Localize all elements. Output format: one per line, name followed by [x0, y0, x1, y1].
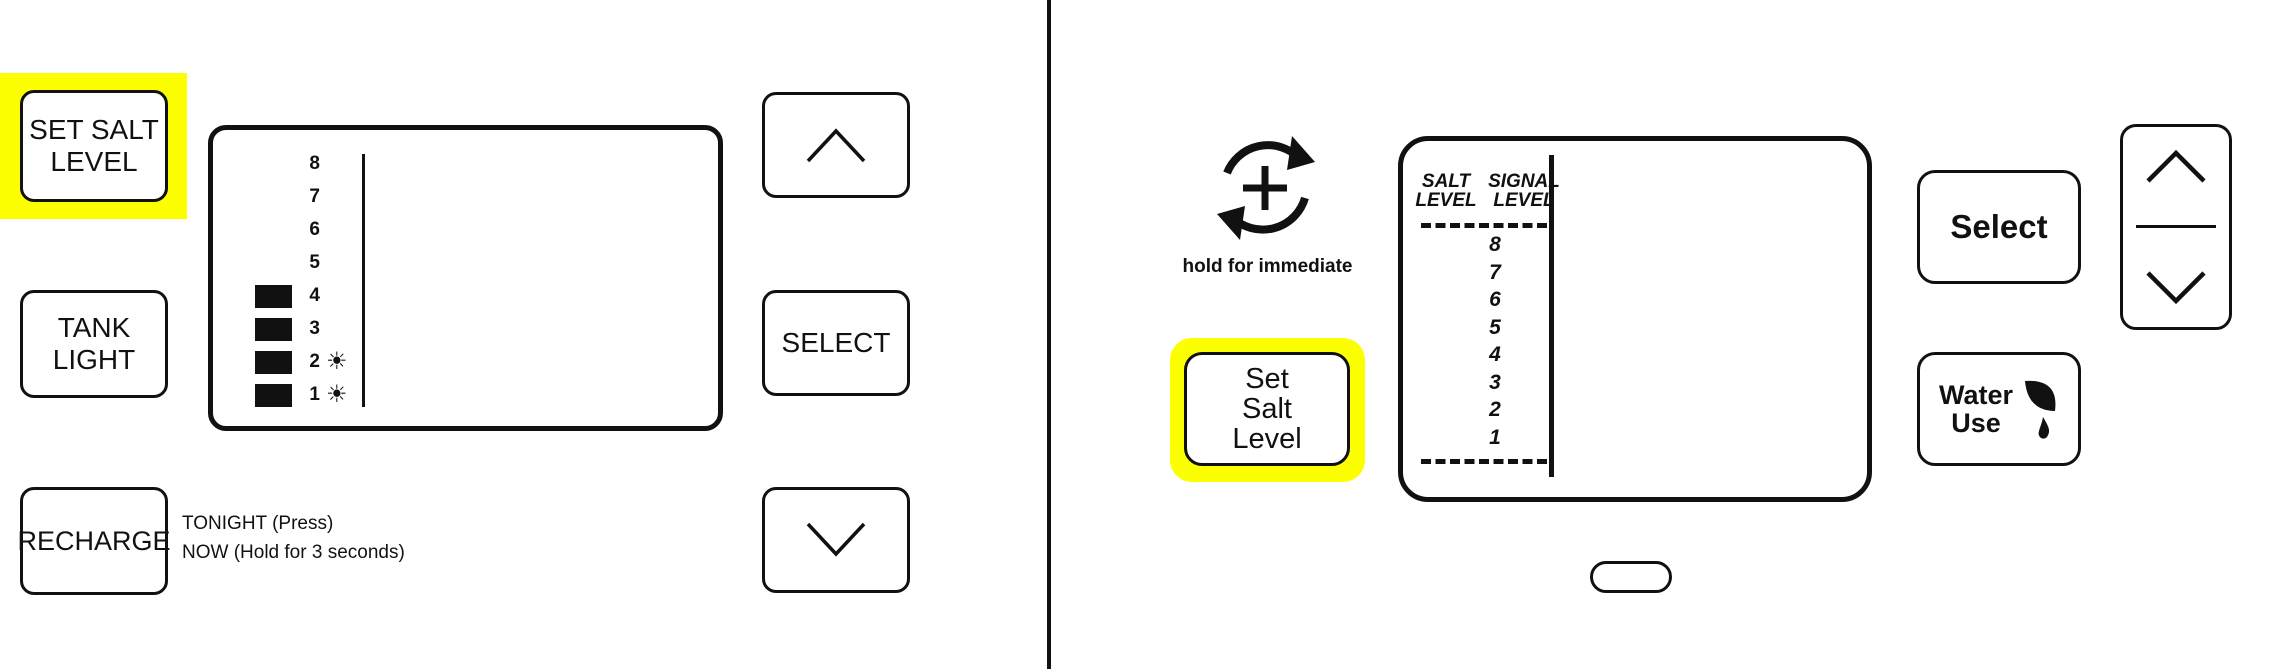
level-number: 5 — [309, 252, 320, 273]
salt-level-number: 2 — [1489, 398, 1501, 421]
set-salt-level-button[interactable]: SET SALT LEVEL — [20, 90, 168, 202]
level-row: 5 — [255, 249, 320, 277]
up-button[interactable] — [762, 92, 910, 198]
level-divider — [362, 154, 365, 407]
chevron-down-icon[interactable] — [2144, 269, 2208, 307]
level-number: 3 — [309, 318, 320, 339]
right-level-list: 8 7 6 5 4 3 2 1 — [1475, 233, 1515, 463]
level-bar — [255, 350, 292, 374]
sun-icon: ☀ — [326, 381, 348, 408]
recharge-label: RECHARGE — [17, 526, 171, 556]
level-row: 6 — [255, 216, 320, 244]
up-down-rocker[interactable] — [2120, 124, 2232, 330]
panel-divider — [1047, 0, 1051, 669]
tank-light-button[interactable]: TANK LIGHT — [20, 290, 168, 398]
right-display-screen: SALT LEVEL SIGNAL LEVEL 8 7 6 5 4 3 2 1 — [1398, 136, 1872, 502]
chevron-down-icon — [806, 522, 866, 557]
set-salt-level-button-right[interactable]: Set Salt Level — [1184, 352, 1350, 466]
level-bar — [255, 219, 292, 242]
right-level-divider — [1549, 155, 1554, 477]
salt-level-header: SALT LEVEL — [1415, 171, 1477, 211]
top-dash-line — [1421, 223, 1547, 228]
recharge-now-text: NOW (Hold for 3 seconds) — [182, 542, 405, 563]
salt-level-number: 7 — [1489, 260, 1501, 284]
level-number: 7 — [309, 186, 320, 207]
salt-level-number: 3 — [1489, 370, 1501, 394]
set-salt-level-label-right: Set Salt Level — [1232, 363, 1302, 455]
bottom-dash-line — [1421, 459, 1547, 464]
salt-level-number: 8 — [1489, 233, 1501, 256]
water-use-button[interactable]: Water Use — [1917, 352, 2081, 466]
level-bar — [255, 186, 292, 209]
level-bar — [255, 383, 292, 407]
level-number: 4 — [309, 285, 320, 306]
level-row: 8 — [255, 150, 320, 178]
salt-level-number: 1 — [1489, 425, 1501, 449]
sun-icon: ☀ — [326, 348, 348, 375]
level-bar — [255, 317, 292, 341]
recharge-tonight-text: TONIGHT (Press) — [182, 513, 334, 534]
level-number: 6 — [309, 219, 320, 240]
display-indicator-slot — [1590, 561, 1672, 593]
hold-for-immediate-text: hold for immediate — [1182, 256, 1353, 277]
level-row: 7 — [255, 183, 320, 211]
tank-light-label: TANK LIGHT — [52, 312, 136, 375]
chevron-up-icon[interactable] — [2144, 147, 2208, 185]
level-bar — [255, 284, 292, 308]
level-number: 8 — [309, 153, 320, 174]
select-label: SELECT — [781, 327, 891, 358]
level-number: 2 — [309, 351, 320, 372]
salt-level-number: 5 — [1489, 315, 1501, 339]
level-row: 1☀ — [255, 381, 348, 409]
select-button[interactable]: SELECT — [762, 290, 910, 396]
level-row: 2☀ — [255, 348, 348, 376]
signal-level-header: SIGNAL LEVEL — [1488, 171, 1560, 211]
recycle-plus-icon — [1217, 136, 1315, 240]
salt-level-number: 4 — [1489, 343, 1501, 366]
recharge-button[interactable]: RECHARGE — [17, 487, 171, 595]
select-label-right: Select — [1950, 208, 2048, 245]
level-bar — [255, 153, 292, 176]
recharge-icon-button[interactable] — [1195, 118, 1335, 258]
chevron-up-icon — [806, 128, 866, 163]
set-salt-level-label: SET SALT LEVEL — [29, 114, 159, 177]
level-bar — [255, 252, 292, 275]
level-row: 4 — [255, 282, 320, 310]
leaf-drop-icon — [2025, 380, 2056, 439]
select-button-right[interactable]: Select — [1917, 170, 2081, 284]
down-button[interactable] — [762, 487, 910, 593]
level-row: 3 — [255, 315, 320, 343]
salt-level-number: 6 — [1489, 288, 1501, 311]
rocker-divider — [2136, 225, 2216, 229]
water-use-label: Water Use — [1938, 380, 2013, 438]
level-number: 1 — [309, 384, 320, 405]
